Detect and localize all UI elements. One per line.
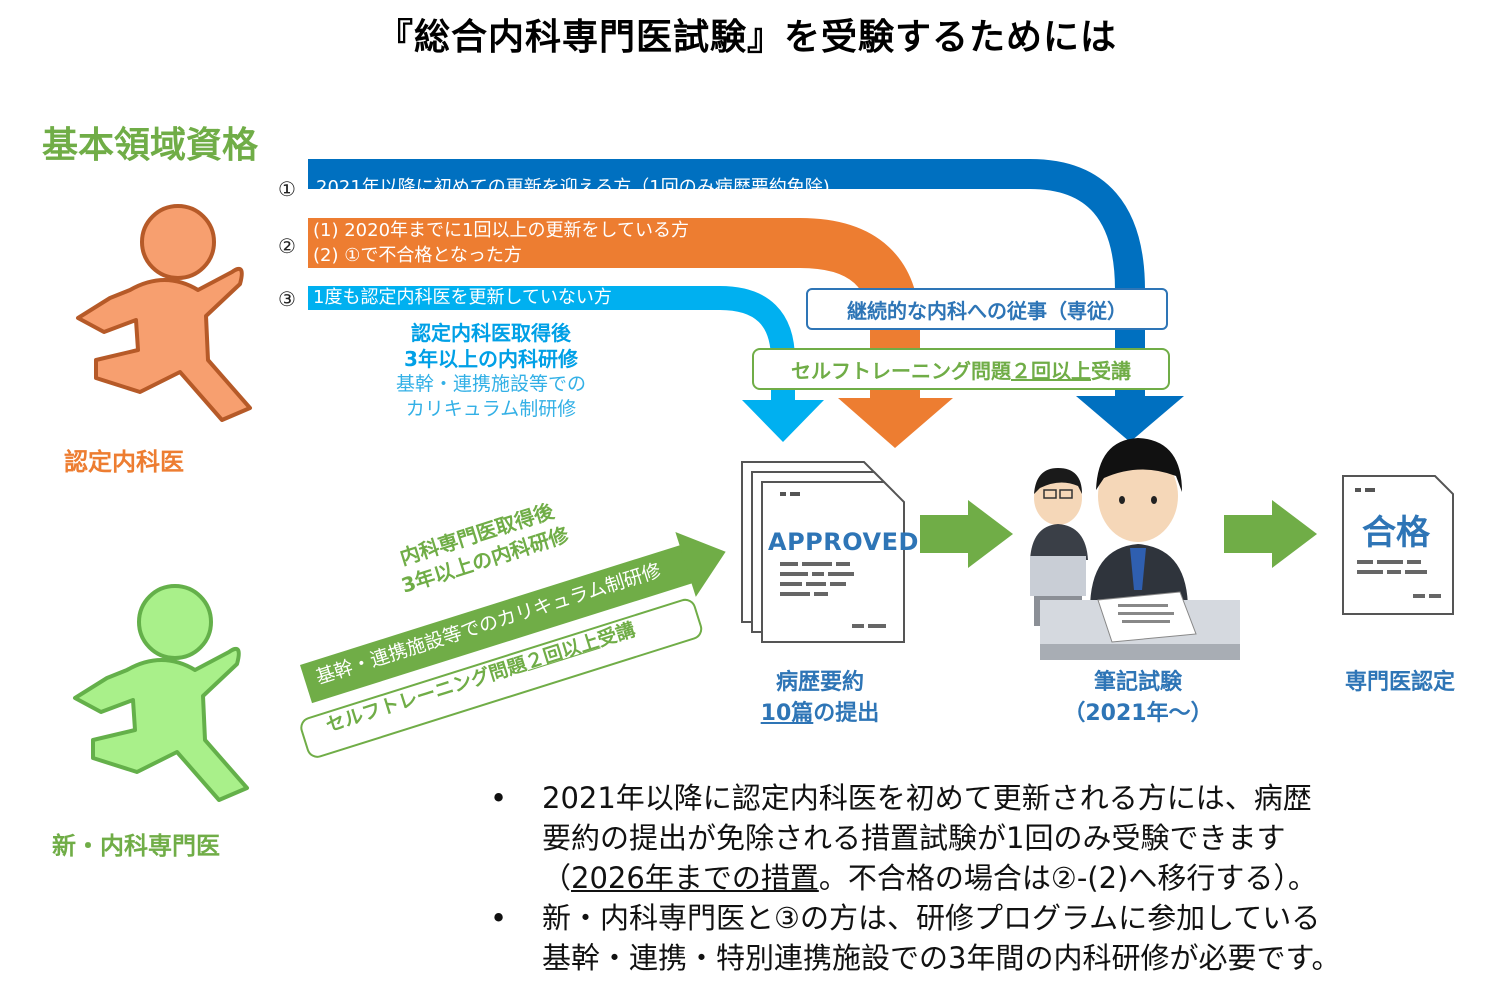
bullet-dot: • bbox=[490, 781, 508, 815]
bullet-dot: • bbox=[490, 901, 508, 935]
step-exam-line1: 筆記試験 bbox=[1093, 670, 1182, 695]
route2-text-1: (1) 2020年までに1回以上の更新をしている方 bbox=[313, 220, 689, 241]
route1-marker: ① bbox=[278, 177, 296, 201]
step-summary-line2: 10篇の提出 bbox=[740, 698, 900, 729]
internist-label: 認定内科医 bbox=[64, 448, 184, 476]
step-summary-rest: の提出 bbox=[813, 701, 880, 726]
step-cert-label: 専門医認定 bbox=[1344, 670, 1455, 695]
note-1-rest: 。不合格の場合は②-(2)へ移行する）。 bbox=[818, 861, 1317, 895]
note-1-open-paren: （ bbox=[542, 861, 572, 895]
continuous-practice-text: 継続的な内科への従事（専従） bbox=[847, 298, 1127, 323]
internist-runner-icon bbox=[76, 204, 252, 422]
note-item-1: • 2021年以降に認定内科医を初めて更新される方には、病歴 要約の提出が免除さ… bbox=[490, 778, 1480, 898]
step-summary-label: 病歴要約 10篇の提出 bbox=[740, 667, 900, 729]
note-item-2: • 新・内科専門医と③の方は、研修プログラムに参加している 基幹・連携・特別連携… bbox=[490, 898, 1480, 978]
route1-arrow bbox=[308, 159, 1184, 442]
new-specialist-runner-icon bbox=[73, 584, 249, 802]
note-2-line1: 新・内科専門医と③の方は、研修プログラムに参加している bbox=[542, 901, 1321, 935]
continuous-practice-box: 継続的な内科への従事（専従） bbox=[806, 288, 1168, 330]
route3-text: 1度も認定内科医を更新していない方 bbox=[313, 287, 612, 308]
new-route-box bbox=[300, 598, 703, 758]
route3-note-line3: 基幹・連携施設等での bbox=[395, 373, 586, 395]
notes-list: • 2021年以降に認定内科医を初めて更新される方には、病歴 要約の提出が免除さ… bbox=[490, 778, 1480, 978]
approved-stamp: APPROVED bbox=[768, 528, 919, 556]
self-training-text: セルフトレーニング問題 bbox=[791, 358, 1011, 383]
route1-text: 2021年以降に初めての更新を迎える方（1回のみ病歴要約免除) bbox=[316, 177, 830, 198]
exam-scene-icon bbox=[1030, 438, 1240, 660]
page-title: 『総合内科専門医試験』を受験するためには bbox=[376, 17, 1117, 58]
route2-marker: ② bbox=[278, 234, 296, 258]
route3-marker: ③ bbox=[278, 287, 296, 311]
self-training-suffix: 受講 bbox=[1091, 358, 1131, 383]
route2-text-2: (2) ①で不合格となった方 bbox=[313, 245, 522, 266]
route3-note-line1: 認定内科医取得後 bbox=[411, 321, 571, 345]
route3-note-line2: 3年以上の内科研修 bbox=[404, 347, 578, 371]
step-exam-line2: （2021年～） bbox=[1063, 701, 1213, 726]
route3-note: 認定内科医取得後 3年以上の内科研修 基幹・連携施設等での カリキュラム制研修 bbox=[360, 320, 622, 422]
step-arrow-1 bbox=[920, 500, 1013, 568]
step-exam-label: 筆記試験 （2021年～） bbox=[1048, 667, 1228, 729]
approved-documents-icon bbox=[741, 461, 905, 643]
self-training-count: ２回以上 bbox=[1011, 358, 1091, 383]
step-arrow-2 bbox=[1224, 500, 1317, 568]
note-1-line2: 要約の提出が免除される措置試験が1回のみ受験できます bbox=[542, 821, 1286, 855]
certificate-icon bbox=[1342, 475, 1454, 615]
note-1-underlined: 2026年までの措置 bbox=[571, 861, 819, 895]
route3-note-line4: カリキュラム制研修 bbox=[405, 398, 577, 420]
pass-stamp: 合格 bbox=[1362, 513, 1430, 553]
new-specialist-label: 新・内科専門医 bbox=[52, 832, 220, 860]
note-2-line2: 基幹・連携・特別連携施設での3年間の内科研修が必要です。 bbox=[542, 941, 1341, 975]
step-summary-line1: 病歴要約 bbox=[775, 670, 864, 695]
note-1-line1: 2021年以降に認定内科医を初めて更新される方には、病歴 bbox=[542, 781, 1312, 815]
note-1-line3: （2026年までの措置。不合格の場合は②-(2)へ移行する）。 bbox=[542, 858, 1480, 898]
section-heading: 基本領域資格 bbox=[42, 125, 259, 166]
step-summary-count: 10篇 bbox=[760, 701, 814, 726]
new-route-arrow bbox=[300, 531, 726, 704]
